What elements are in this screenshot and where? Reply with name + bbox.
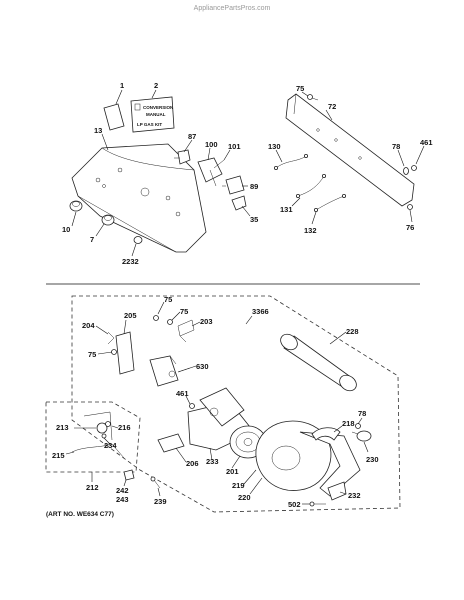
part-228-duct[interactable]	[278, 331, 360, 394]
part-204-clip[interactable]	[107, 331, 115, 345]
label-461-upper: 461	[420, 138, 433, 147]
assembly-3366-outline	[71, 295, 401, 513]
label-76: 76	[406, 223, 414, 232]
part-1-card[interactable]	[103, 103, 125, 131]
label-216: 216	[118, 423, 131, 432]
label-100: 100	[205, 140, 218, 149]
label-213: 213	[56, 423, 69, 432]
label-89: 89	[250, 182, 258, 191]
label-242: 242	[116, 486, 129, 495]
label-13: 13	[94, 126, 102, 135]
art-number: (ART NO. WE634 C77)	[46, 511, 114, 518]
part-76-screw[interactable]	[407, 204, 413, 210]
label-75-lower-b: 75	[180, 307, 188, 316]
label-3366: 3366	[252, 307, 269, 316]
manual-line2: MANUAL	[146, 112, 166, 117]
part-219-scroll[interactable]	[299, 431, 361, 497]
label-1: 1	[120, 81, 124, 90]
part-461-screw-lower[interactable]	[189, 403, 195, 409]
label-130: 130	[268, 142, 281, 151]
label-2232: 2232	[122, 257, 139, 266]
label-75-lower-c: 75	[88, 350, 96, 359]
label-75-lower-a: 75	[164, 295, 172, 304]
label-212: 212	[86, 483, 99, 492]
part-2232-button[interactable]	[133, 236, 143, 244]
label-630: 630	[196, 362, 209, 371]
label-101: 101	[228, 142, 241, 151]
lower-leader-lines	[65, 301, 369, 505]
label-7: 7	[90, 235, 94, 244]
part-100-timer[interactable]	[197, 157, 225, 187]
part-220-blower-housing[interactable]	[255, 420, 332, 491]
part-75-screw-lower-b[interactable]	[167, 319, 173, 325]
part-7-knob[interactable]	[101, 214, 115, 226]
manual-line3: LP GAS KIT	[137, 122, 162, 127]
part-75-screw-lower-c[interactable]	[111, 349, 117, 355]
part-2-conversion-manual[interactable]: CONVERSION MANUAL LP GAS KIT	[130, 96, 175, 133]
part-215-wire[interactable]	[71, 443, 125, 459]
part-239-screw[interactable]	[150, 476, 161, 489]
label-204: 204	[82, 321, 95, 330]
label-228: 228	[346, 327, 359, 336]
label-220: 220	[238, 493, 251, 502]
part-203-clip[interactable]	[177, 319, 195, 343]
part-132-wire[interactable]	[313, 193, 346, 212]
part-72-rear-panel[interactable]	[285, 93, 415, 207]
label-230: 230	[366, 455, 379, 464]
part-218-heater[interactable]	[311, 427, 341, 441]
label-234: 234	[104, 441, 117, 450]
part-502-screw[interactable]	[309, 501, 326, 507]
label-75-upper: 75	[296, 84, 304, 93]
part-78-grommet-lower[interactable]	[355, 423, 361, 429]
part-213-thermal-fuse[interactable]	[83, 411, 113, 441]
part-230-thermostat[interactable]	[351, 430, 372, 442]
label-10: 10	[62, 225, 70, 234]
label-87: 87	[188, 132, 196, 141]
manual-line1: CONVERSION	[143, 105, 173, 110]
part-75-screw[interactable]	[307, 94, 319, 101]
part-131-wire[interactable]	[295, 173, 326, 198]
label-132: 132	[304, 226, 317, 235]
label-215: 215	[52, 451, 65, 460]
label-461-lower: 461	[176, 389, 189, 398]
label-2: 2	[154, 81, 158, 90]
part-242-connector[interactable]	[123, 469, 135, 481]
label-72: 72	[328, 102, 336, 111]
label-502: 502	[288, 500, 301, 509]
label-206: 206	[186, 459, 199, 468]
upper-leader-lines	[71, 89, 425, 257]
label-243: 243	[116, 495, 129, 504]
label-219: 219	[232, 481, 245, 490]
label-239: 239	[154, 497, 167, 506]
watermark: AppliancePartsPros.com	[194, 5, 271, 12]
part-216-sensor[interactable]	[105, 421, 111, 427]
part-461-screw[interactable]	[411, 165, 417, 171]
label-131: 131	[280, 205, 293, 214]
manual-icon	[134, 103, 141, 111]
assembly-212-outline	[45, 401, 141, 473]
part-13-control-panel[interactable]	[71, 143, 207, 253]
part-630-motor[interactable]	[149, 355, 191, 387]
label-205: 205	[124, 311, 137, 320]
label-203: 203	[200, 317, 213, 326]
part-205-bracket[interactable]	[115, 331, 135, 375]
part-10-knob[interactable]	[69, 200, 83, 212]
label-201: 201	[226, 467, 239, 476]
part-130-wire[interactable]	[273, 153, 308, 170]
label-78-lower: 78	[358, 409, 366, 418]
label-233: 233	[206, 457, 219, 466]
label-218: 218	[342, 419, 355, 428]
part-206-bracket[interactable]	[157, 433, 185, 453]
label-232: 232	[348, 491, 361, 500]
part-75-screw-lower-a[interactable]	[153, 315, 159, 321]
part-234-screw[interactable]	[101, 433, 107, 439]
part-78-grommet[interactable]	[403, 167, 409, 175]
label-35: 35	[250, 215, 258, 224]
label-78-upper: 78	[392, 142, 400, 151]
part-89-switch[interactable]	[222, 175, 245, 195]
